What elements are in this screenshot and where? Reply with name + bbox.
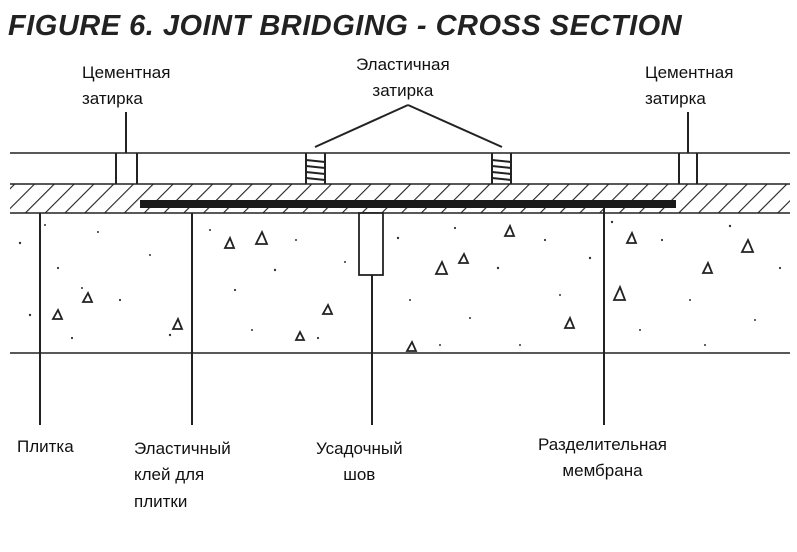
shrinkage-joint	[358, 212, 384, 276]
cement-grout-joint-right	[678, 153, 698, 184]
elastic-grout-joint-left	[305, 153, 326, 184]
shrinkage-joint-label: Усадочный шов	[316, 439, 403, 485]
cement-grout-right-label: Цементная затирка	[645, 63, 734, 109]
elastic-adhesive-label: Эластичный клей для плитки	[134, 439, 231, 511]
tile-layer	[10, 152, 790, 185]
elastic-grout-joint-right	[491, 153, 512, 184]
separation-membrane-label: Разделительная мембрана	[538, 435, 667, 481]
adhesive-layer	[10, 184, 790, 214]
concrete-slab	[10, 220, 790, 354]
figure-title: FIGURE 6. JOINT BRIDGING - CROSS SECTION	[8, 10, 683, 42]
tile-label: Плитка	[17, 437, 74, 456]
leader-lines	[39, 104, 689, 425]
cement-grout-left-label: Цементная затирка	[82, 63, 171, 109]
cement-grout-joint-left	[115, 153, 138, 184]
elastic-grout-label: Эластичная затирка	[356, 55, 450, 101]
